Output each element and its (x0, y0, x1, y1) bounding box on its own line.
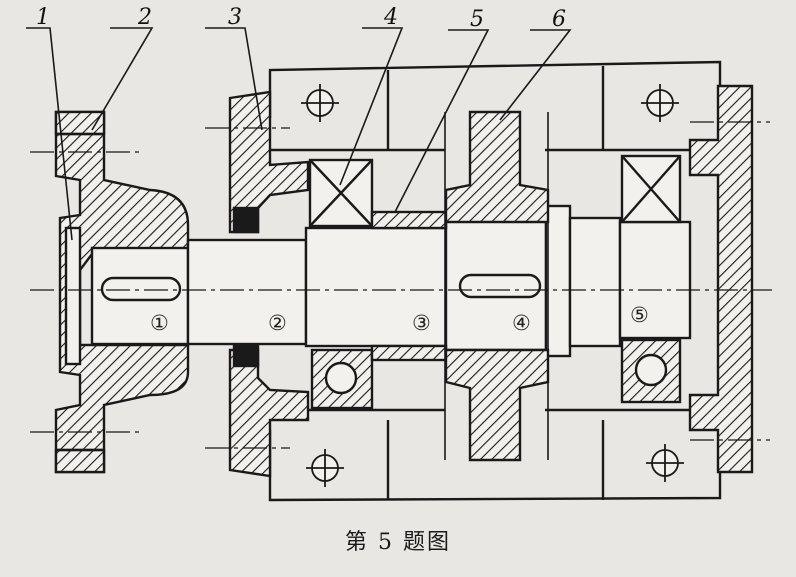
left-cover (228, 90, 310, 478)
left-bearing (308, 158, 374, 410)
part-labels: 1 2 3 4 5 6 (36, 5, 566, 32)
part-label-5: 5 (470, 7, 484, 32)
stepped-shaft (90, 204, 692, 358)
part-label-6: 6 (552, 7, 566, 32)
bolt-holes (301, 84, 684, 487)
part-label-3: 3 (228, 5, 242, 30)
spacer-sleeve (370, 210, 448, 362)
right-cover (688, 84, 754, 474)
section-label-3: ③ (412, 311, 431, 335)
section-label-2: ② (268, 311, 287, 335)
part-label-1: 1 (36, 5, 50, 30)
section-labels: ① ② ③ ④ ⑤ (150, 303, 649, 335)
center-lines (30, 121, 772, 449)
gear (444, 110, 550, 462)
right-bearing (620, 154, 682, 404)
figure-caption: 第 5 题图 (345, 530, 451, 555)
part-label-2: 2 (137, 5, 152, 30)
section-label-1: ① (150, 311, 169, 335)
section-label-5: ⑤ (630, 303, 649, 327)
section-label-4: ④ (512, 311, 531, 335)
leader-lines (26, 27, 572, 241)
part-label-4: 4 (383, 5, 398, 30)
